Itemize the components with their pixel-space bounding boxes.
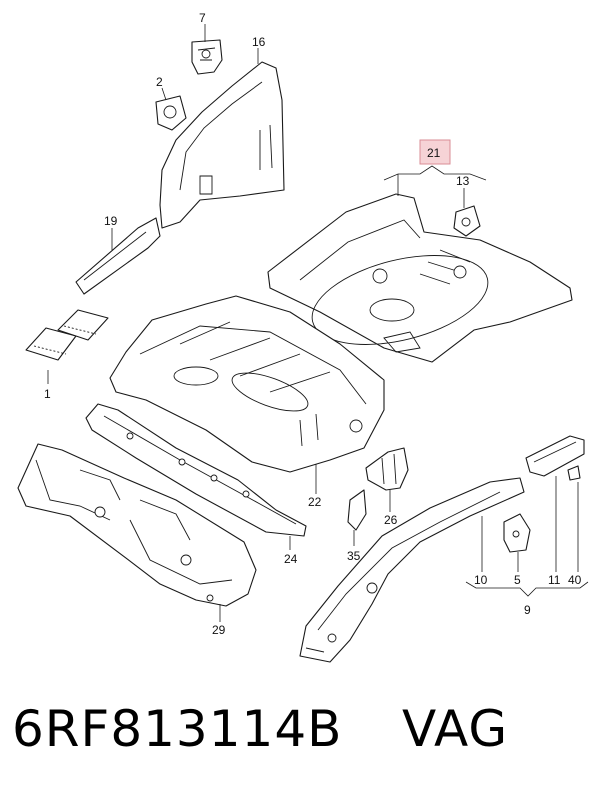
part-7-bracket: [191, 39, 223, 75]
callout-24: 24: [284, 552, 298, 566]
part-21-rear-floor: [267, 193, 573, 363]
callout-13: 13: [456, 174, 470, 188]
callout-21: 21: [427, 146, 441, 160]
callout-11: 11: [548, 573, 561, 587]
callout-40: 40: [568, 573, 582, 587]
callout-26: 26: [384, 513, 398, 527]
callout-10: 10: [474, 573, 488, 587]
part-22-center-floor: [109, 295, 385, 473]
part-2-reinforcement: [155, 95, 187, 131]
callout-35: 35: [347, 549, 361, 563]
part-40-clip: [567, 465, 581, 481]
callout-labels: 7 16 2 19 1 21 13 22 24 29 26 35 10 5 11…: [44, 11, 582, 637]
callout-9: 9: [524, 603, 531, 617]
callout-7: 7: [199, 11, 206, 25]
callout-2: 2: [156, 75, 163, 89]
part-10-side-member: [299, 477, 525, 663]
callout-29: 29: [212, 623, 226, 637]
part-26-bracket: [365, 447, 409, 491]
part-16-wheel-housing: [159, 61, 285, 229]
part-29-front-floor: [17, 443, 257, 607]
callout-21-highlight: [419, 139, 451, 165]
part-number: 6RF813114B: [12, 700, 343, 758]
brand-label: VAG: [402, 700, 509, 758]
part-11-rail-bracket: [525, 435, 585, 477]
part-1-insulation-pads: [25, 309, 109, 361]
leader-lines: [47, 24, 589, 622]
callout-22: 22: [308, 495, 322, 509]
callout-1: 1: [44, 387, 51, 401]
callout-5: 5: [514, 573, 521, 587]
part-24-cross-member: [85, 403, 307, 537]
callout-16: 16: [252, 35, 266, 49]
part-5-bracket: [503, 513, 531, 553]
callout-19: 19: [104, 214, 118, 228]
footer: 6RF813114B VAG: [12, 700, 592, 790]
part-13-bracket: [453, 205, 481, 237]
part-19-rail: [75, 217, 161, 295]
part-35-bracket: [347, 489, 367, 531]
